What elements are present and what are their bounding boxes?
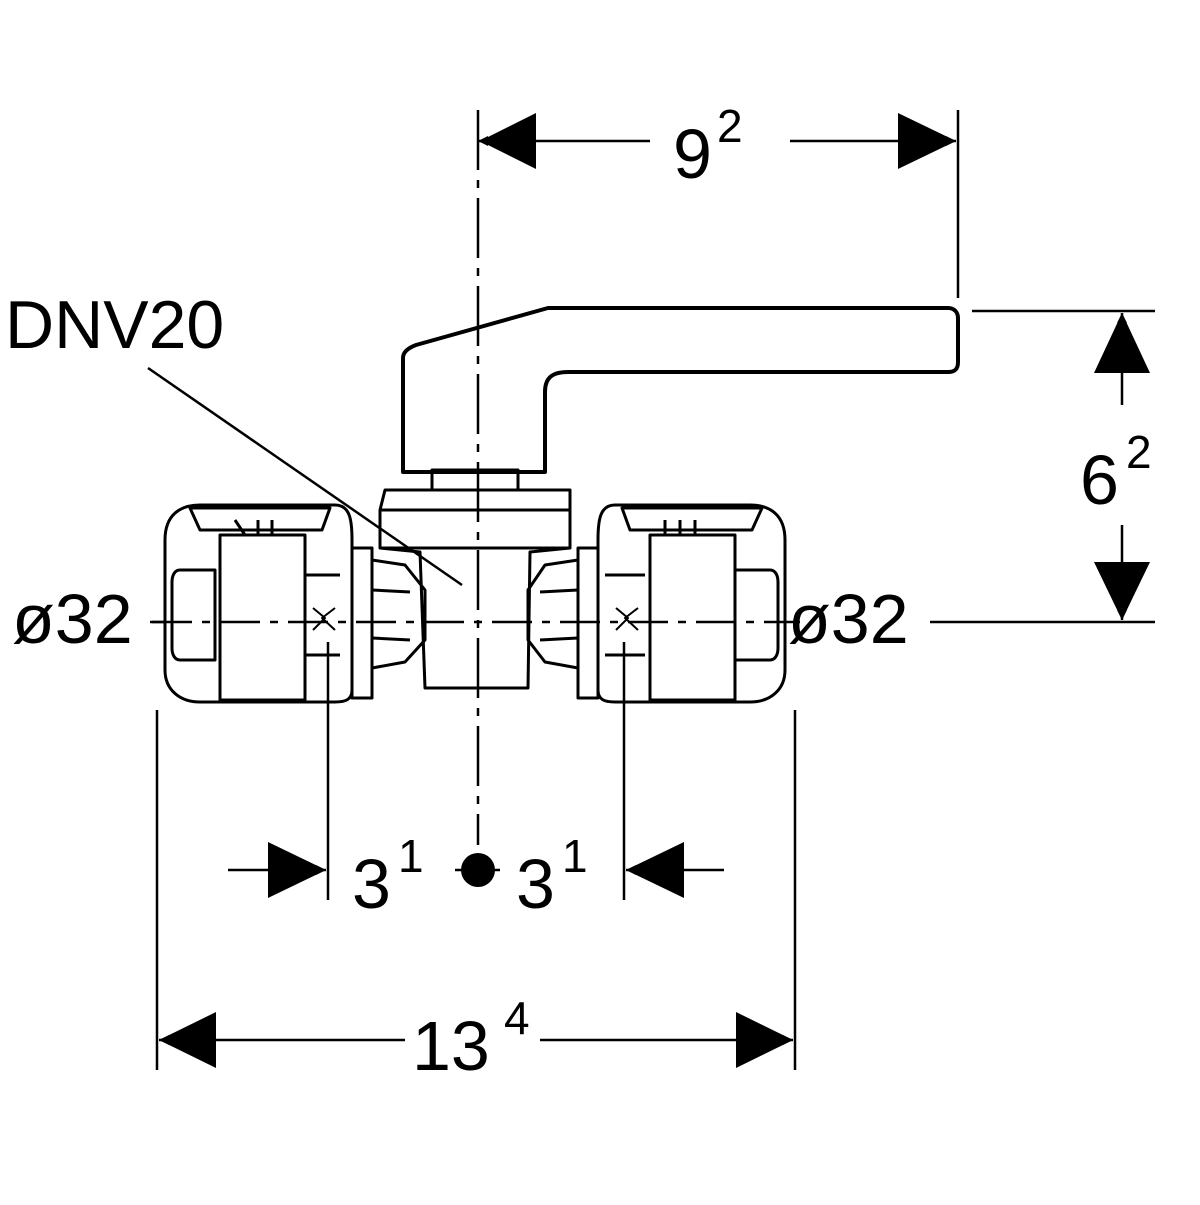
- dnv20-leader: [147, 366, 463, 587]
- right-offset-sup: 1: [562, 830, 588, 882]
- arrowhead-31-right: [626, 842, 684, 898]
- arrowhead-134-right: [736, 1012, 793, 1068]
- left-offset-sup: 1: [398, 830, 424, 882]
- handle-length-value: 9: [673, 115, 712, 193]
- lever-handle: [401, 306, 960, 474]
- valve-bonnet: [378, 488, 572, 512]
- center-lines: [152, 110, 800, 845]
- arrowheads: [159, 113, 1150, 1068]
- left-body-flare: [371, 558, 427, 670]
- right-diameter-label: ø32: [788, 580, 909, 658]
- handle-height-sup: 2: [1126, 426, 1152, 478]
- center-point: [461, 853, 495, 887]
- left-diameter-label: ø32: [12, 580, 133, 658]
- left-union-nut: [163, 503, 354, 704]
- right-offset-value: 3: [516, 845, 555, 923]
- overall-length-value: 13: [412, 1007, 490, 1085]
- right-body-flare: [526, 558, 579, 670]
- arrowhead-62-bottom: [1094, 562, 1150, 620]
- handle-length-sup: 2: [717, 100, 743, 152]
- valve-body: [163, 306, 960, 704]
- left-offset-value: 3: [352, 845, 391, 923]
- valve-main-body: [378, 510, 572, 690]
- handle-height-value: 6: [1080, 441, 1119, 519]
- arrowhead-62-top: [1094, 313, 1150, 373]
- component-label: DNV20: [5, 287, 224, 363]
- arrowhead-92-right: [898, 113, 956, 169]
- arrowhead-31-left: [268, 842, 326, 898]
- overall-length-sup: 4: [504, 992, 530, 1044]
- labels: DNV20 9 2 6 2 ø32 ø32 3 1 3 1 13 4: [5, 100, 1152, 1085]
- right-union-nut: [596, 503, 787, 704]
- arrowhead-92-left: [480, 113, 536, 169]
- arrowhead-134-left: [159, 1012, 216, 1068]
- dimension-lines: [150, 110, 1155, 1070]
